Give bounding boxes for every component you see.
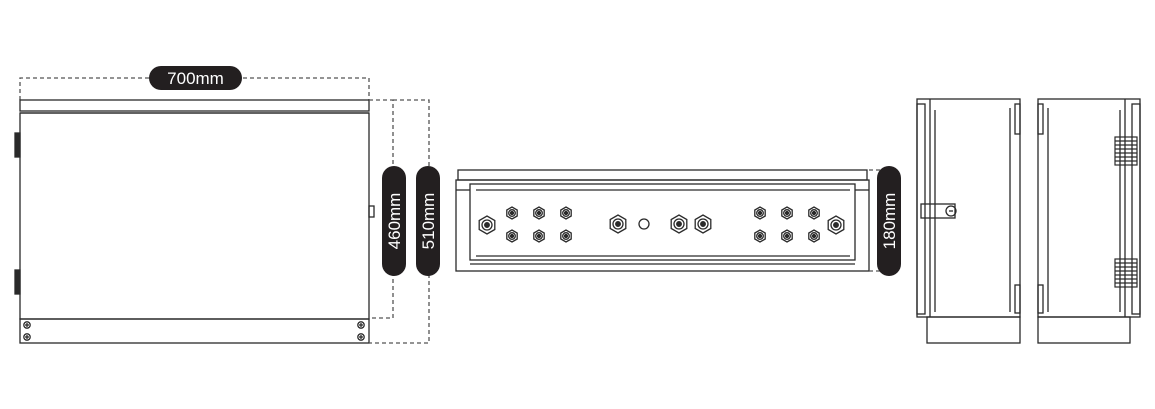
vent-hole-icon (638, 218, 650, 230)
small-gland-icon (781, 229, 793, 243)
width-dimension-label: 700mm (149, 66, 242, 90)
front-view (14, 77, 430, 344)
small-gland-icon (754, 206, 766, 220)
screw-icon (357, 321, 365, 329)
hinge-block-icon (1114, 136, 1138, 166)
small-gland-icon (560, 206, 572, 220)
large-gland-icon (670, 214, 688, 234)
small-gland-icon (506, 206, 518, 220)
hinge-icon (14, 132, 21, 158)
small-gland-icon (506, 229, 518, 243)
bottom-view (455, 169, 882, 272)
width-value: 700mm (167, 69, 224, 88)
bottom-top-lip (457, 169, 868, 181)
latch-handle-icon (920, 203, 957, 219)
bottom-body (455, 179, 870, 272)
hinge-blocks (1114, 136, 1138, 288)
small-gland-icon (533, 206, 545, 220)
small-gland-icon (533, 229, 545, 243)
depth-dimension-label: 180mm (877, 166, 901, 276)
small-gland-icon (808, 206, 820, 220)
screw-icon (23, 333, 31, 341)
large-gland-icon (609, 214, 627, 234)
front-door (19, 112, 370, 320)
side-view-left (916, 98, 1021, 344)
screw-icon (23, 321, 31, 329)
hinge-block-icon (1114, 258, 1138, 288)
height-460-dimension-label: 460mm (382, 166, 406, 276)
small-gland-icon (560, 229, 572, 243)
depth-value: 180mm (880, 193, 899, 250)
screw-icon (357, 333, 365, 341)
front-base (19, 318, 370, 344)
height-overall-value: 510mm (419, 193, 438, 250)
front-top-rim (19, 99, 370, 112)
hinge-icon (14, 269, 21, 295)
large-gland-icon (694, 214, 712, 234)
cable-glands (478, 206, 845, 243)
latch-icon (368, 205, 375, 218)
side-left-base (926, 316, 1021, 344)
large-gland-icon (827, 215, 845, 235)
small-gland-icon (754, 229, 766, 243)
side-view-right (1037, 98, 1141, 344)
side-right-base (1037, 316, 1131, 344)
small-gland-icon (781, 206, 793, 220)
height-510-dimension-label: 510mm (416, 166, 440, 276)
small-gland-icon (808, 229, 820, 243)
large-gland-icon (478, 215, 496, 235)
height-front-value: 460mm (385, 193, 404, 250)
